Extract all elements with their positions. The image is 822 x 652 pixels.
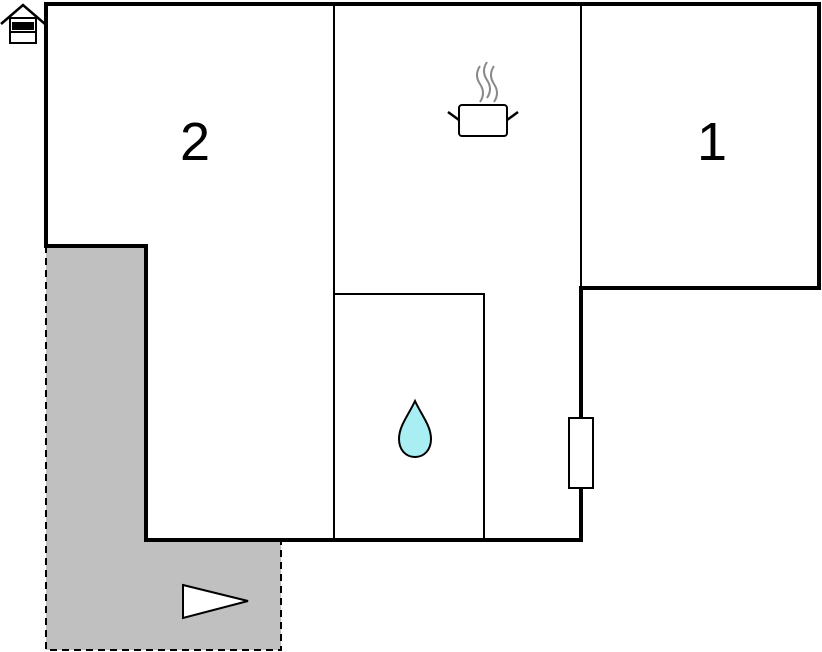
entrance-arrow-icon (182, 583, 249, 620)
room-2-label: 2 (180, 112, 210, 172)
terrace-boundary (45, 246, 282, 651)
house-icon (0, 3, 46, 44)
exterior-walls (44, 2, 821, 542)
terrace-area (46, 246, 281, 650)
room-1-label: 1 (697, 112, 727, 172)
bathroom-walls (334, 293, 485, 540)
radiator-icon (568, 417, 594, 489)
water-drop-icon (397, 398, 433, 459)
cooking-pot-icon (447, 61, 519, 137)
